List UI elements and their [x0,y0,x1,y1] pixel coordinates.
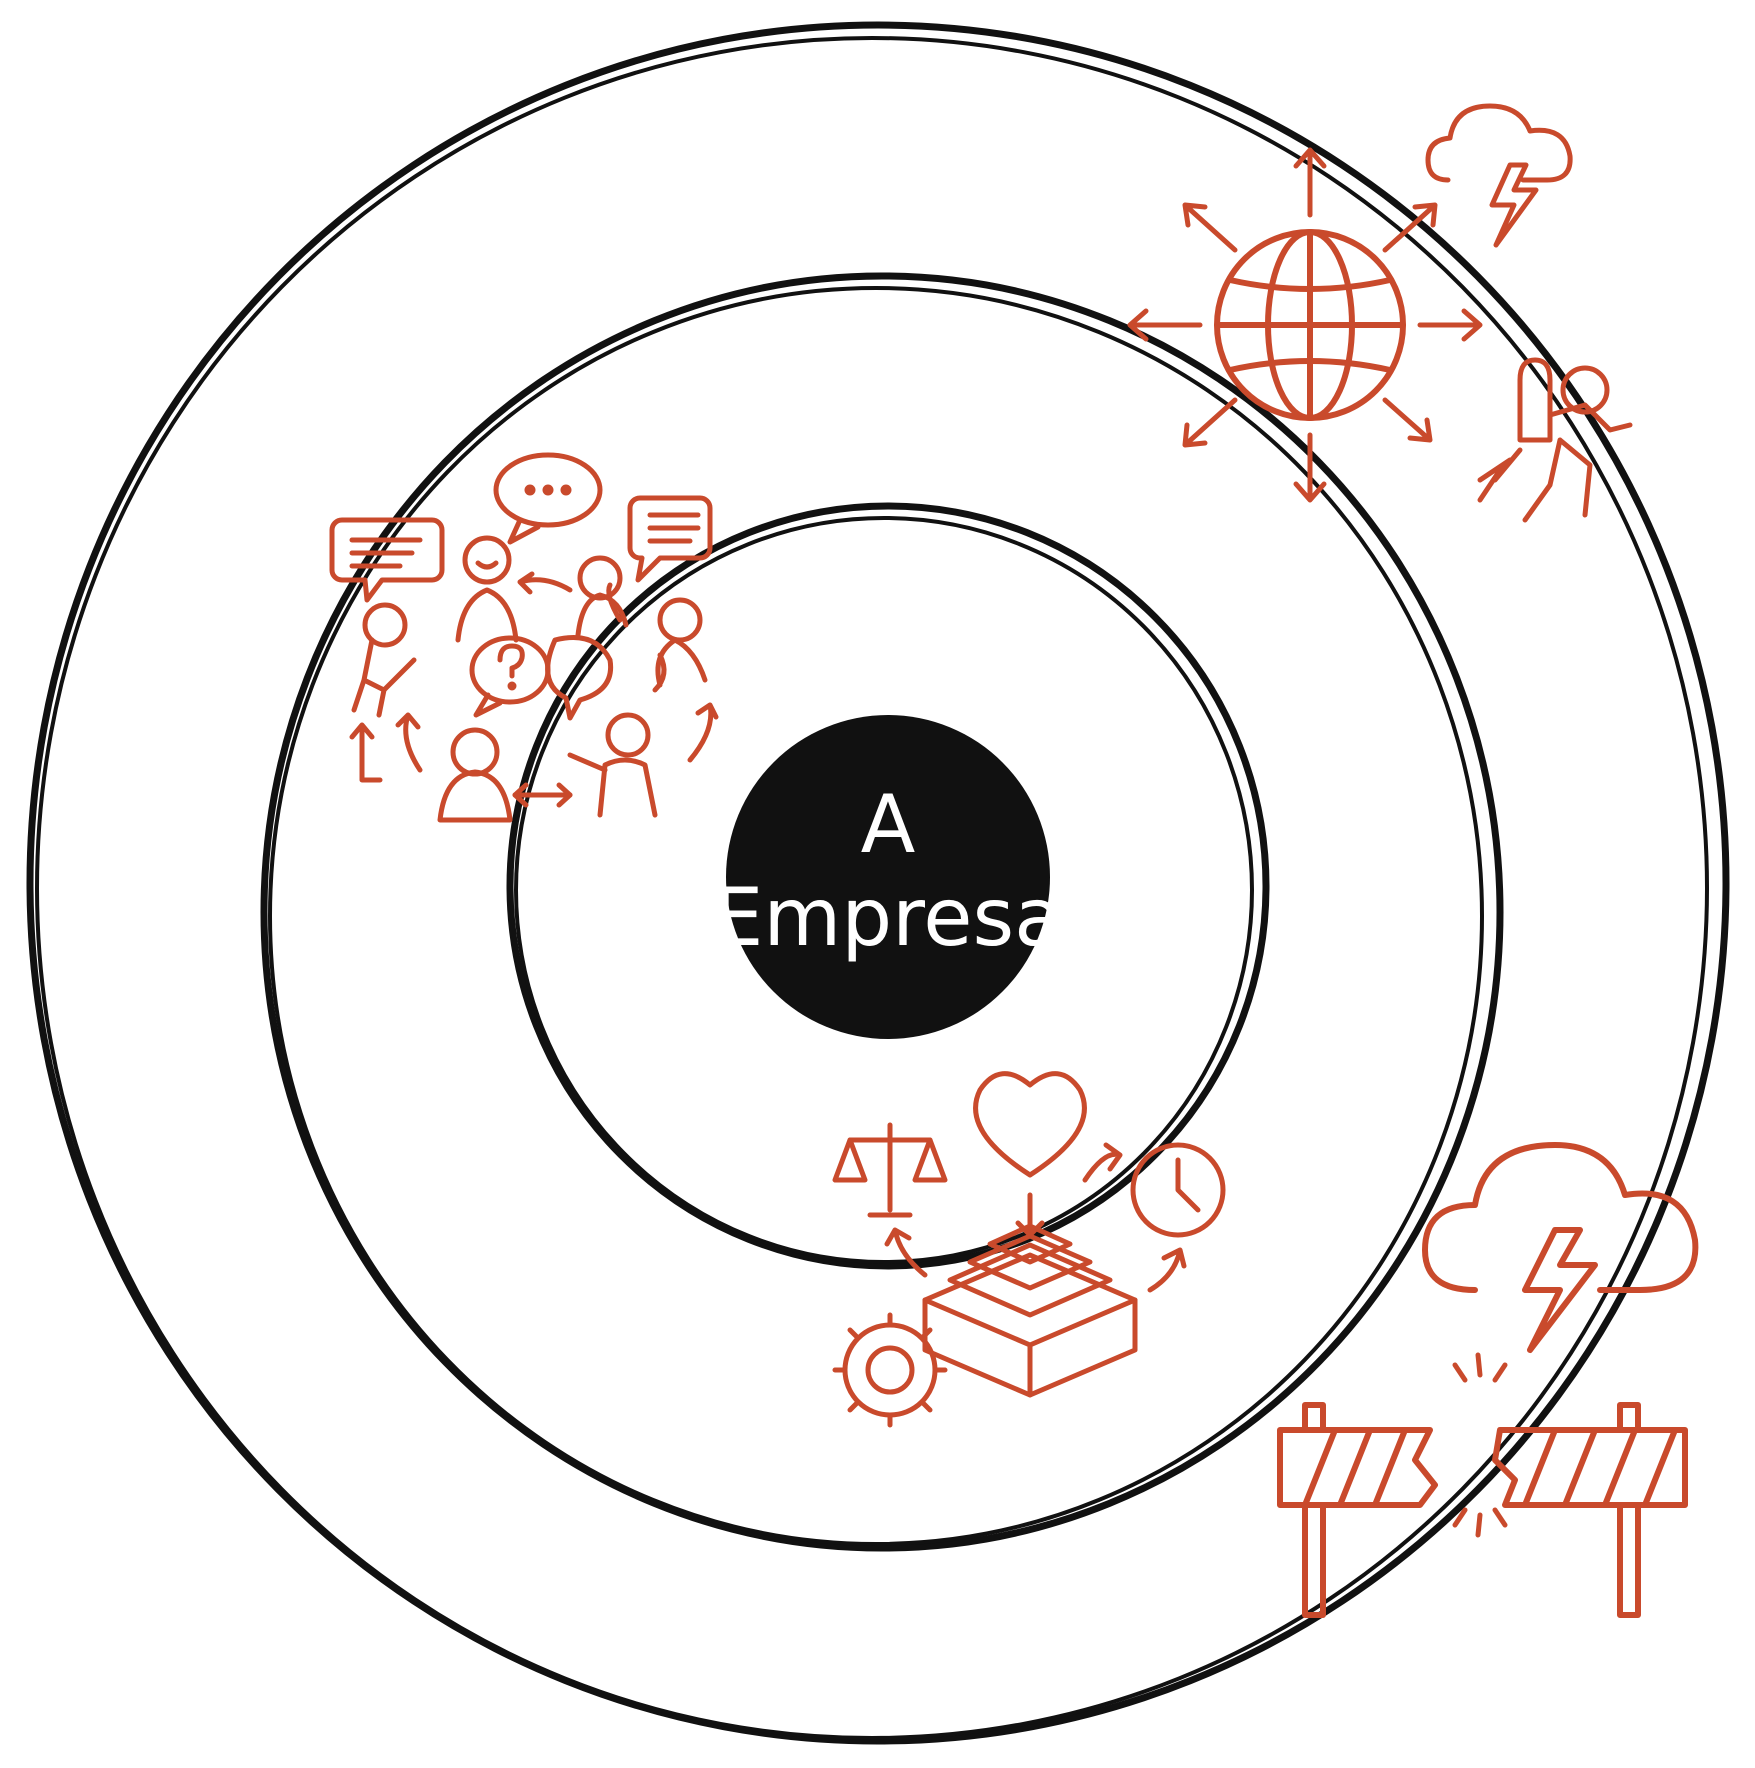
speech-bubble-icon [329,517,445,603]
person-icon [455,535,519,643]
heart-icon [973,1071,1087,1178]
broken-barrier-icon [1277,1402,1688,1618]
communication-people-icon-group [329,452,719,823]
arrow-icon [349,722,383,783]
arrow-icon [1147,1247,1187,1293]
scales-icon [832,1122,948,1218]
inner-ring [506,502,1270,1270]
center-node: A Empresa [713,715,1063,1039]
storm-cloud-icon [1422,1142,1699,1353]
crack-marks-icon [1452,1352,1508,1538]
center-label-line1: A [861,778,916,871]
person-icon [351,602,417,718]
outer-ring [26,21,1730,1745]
person-icon [652,597,708,693]
storm-cloud-icon [1425,103,1573,248]
question-bubble-icon [469,635,551,718]
arrow-icon [517,571,573,595]
speech-bubble-icon [627,495,713,583]
center-label-line2: Empresa [713,871,1063,964]
center-circle [726,715,1050,1039]
person-icon [567,712,658,818]
risk-obstacle-icon-group [1277,1142,1699,1618]
arrow-icon [395,712,423,773]
person-icon [437,727,513,823]
chat-bubble-icon [545,635,614,721]
globe-icon [1214,229,1406,421]
arrow-icon [884,1227,928,1278]
globalization-icon-group [1127,103,1633,523]
clock-icon [1130,1142,1226,1238]
ellipsis-bubble-icon [493,452,603,545]
person-icon [575,555,629,638]
jetpack-runner-icon [1477,357,1633,523]
values-structure-icon-group [832,1071,1226,1428]
pyramid-icon [922,1223,1138,1398]
arrow-icon [687,702,719,763]
radiating-arrows-icon [1127,147,1483,503]
bidirectional-arrow-icon [512,782,573,808]
gear-icon [832,1312,948,1428]
arrow-icon [1082,1142,1123,1183]
middle-ring [260,272,1504,1552]
arrow-icon [606,582,623,623]
